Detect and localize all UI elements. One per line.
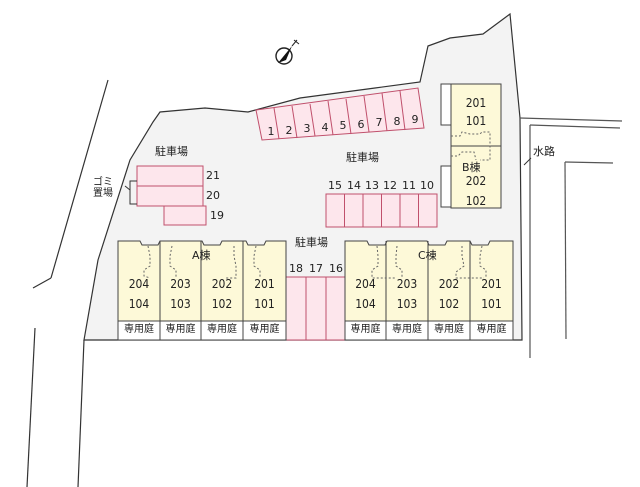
parking-row-left (136, 165, 207, 226)
parking-label-top: 駐車場 (346, 151, 379, 164)
parking-space: 9 (411, 113, 419, 126)
road-line-left-upper (50, 79, 109, 279)
parking-row-mid (325, 193, 438, 228)
parking-space: 17 (309, 262, 323, 275)
unit-lower: 101 (481, 297, 502, 311)
parking-space: 6 (357, 118, 365, 131)
north-arrow-icon (275, 39, 300, 65)
private-garden: 専用庭 (476, 324, 507, 335)
unit-upper: 201 (254, 277, 275, 291)
private-garden: 専用庭 (434, 324, 464, 335)
road-line-left-lower (26, 327, 36, 487)
unit-lower: 103 (396, 297, 418, 311)
parking-space: 20 (206, 189, 220, 202)
parking-space: 8 (393, 115, 401, 128)
unit-lower: 104 (128, 297, 150, 311)
building-c-name: C棟 (418, 249, 437, 262)
private-garden: 専用庭 (165, 324, 196, 335)
parking-space: 3 (303, 122, 311, 135)
parking-space: 12 (383, 179, 397, 192)
garbage-label-line2: 置場 (93, 188, 113, 199)
building-b-shape (440, 83, 502, 209)
parking-space: 10 (420, 179, 434, 192)
parking-space: 16 (329, 262, 343, 275)
parking-space: 7 (375, 116, 383, 129)
private-garden: 専用庭 (124, 324, 154, 335)
parking-space: 13 (365, 179, 379, 192)
unit-lower: 101 (254, 297, 275, 311)
unit-lower: 102 (211, 297, 233, 311)
parking-space: 1 (267, 125, 275, 138)
building-a-shape (117, 240, 287, 341)
parking-space: 11 (402, 179, 416, 192)
unit-upper: 201 (481, 277, 502, 291)
unit-lower: 102 (465, 194, 487, 208)
private-garden: 専用庭 (249, 324, 280, 335)
parking-space: 19 (210, 209, 224, 222)
parking-label-center: 駐車場 (295, 236, 328, 249)
unit-lower: 101 (465, 114, 487, 128)
unit-lower: 102 (438, 297, 460, 311)
parking-space: 18 (289, 262, 303, 275)
parking-space: 5 (339, 119, 347, 132)
unit-upper: 203 (170, 277, 191, 291)
parking-space: 15 (328, 179, 342, 192)
unit-upper: 204 (128, 277, 150, 291)
building-a-name: A棟 (192, 249, 211, 262)
private-garden: 専用庭 (207, 324, 237, 335)
private-garden: 専用庭 (350, 324, 381, 335)
unit-lower: 103 (170, 297, 191, 311)
unit-upper: 202 (465, 174, 487, 188)
unit-upper: 203 (396, 277, 418, 291)
garbage-area-label: ゴミ 置場 (93, 177, 113, 199)
parking-space: 21 (206, 169, 220, 182)
unit-upper: 201 (465, 96, 487, 110)
parking-space: 4 (321, 121, 329, 134)
parking-row-top (255, 87, 425, 141)
building-c-shape (344, 240, 514, 341)
parking-row-center (285, 276, 347, 341)
unit-upper: 204 (355, 277, 376, 291)
parking-space: 14 (347, 179, 361, 192)
private-garden: 専用庭 (392, 324, 422, 335)
waterway-label: 水路 (533, 145, 555, 158)
parking-space: 2 (285, 124, 293, 137)
building-b-name: B棟 (462, 161, 481, 174)
unit-upper: 202 (438, 277, 460, 291)
unit-lower: 104 (355, 297, 376, 311)
unit-upper: 202 (211, 277, 233, 291)
garbage-label-line1: ゴミ (93, 177, 113, 188)
parking-label-left: 駐車場 (155, 145, 188, 158)
